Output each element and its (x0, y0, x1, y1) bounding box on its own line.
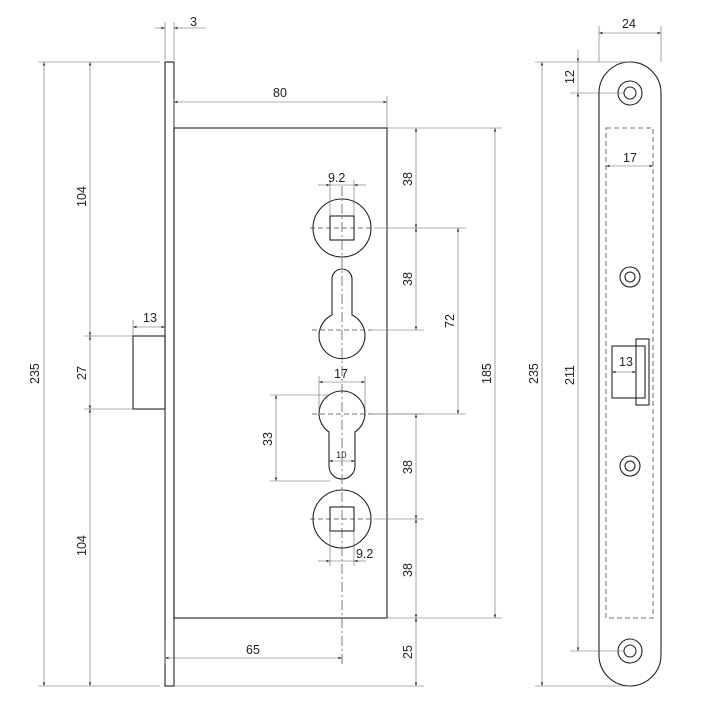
screw-hole-mid-upper (619, 266, 641, 288)
dim-12: 12 (563, 70, 577, 84)
dim-65: 65 (246, 643, 260, 657)
dim-27: 27 (75, 366, 89, 380)
dim-17-cylinder: 17 (334, 367, 348, 381)
dim-235-left: 235 (28, 363, 42, 384)
dim-185: 185 (480, 363, 494, 384)
cylinder-cutout-upper (318, 268, 366, 360)
dim-13-faceplate: 13 (619, 355, 633, 369)
faceplate-latch-tab (635, 338, 650, 406)
dim-13-latch: 13 (143, 311, 157, 325)
dim-25: 25 (401, 645, 415, 659)
screw-hole-mid-lower (619, 455, 641, 477)
dim-80: 80 (273, 86, 287, 100)
lock-case (173, 127, 388, 619)
side-view: 3 80 235 104 27 104 13 9.2 (28, 15, 502, 687)
dim-72: 72 (443, 314, 457, 328)
dim-211: 211 (563, 365, 577, 385)
dim-17-faceplate: 17 (623, 151, 637, 165)
cylinder-cutout-lower (318, 390, 366, 480)
front-plate (164, 61, 175, 687)
dim-104-bottom: 104 (75, 535, 89, 556)
dim-9-2-top: 9.2 (328, 171, 345, 185)
faceplate-cutout (605, 127, 654, 619)
dim-10: 10 (336, 450, 347, 461)
dim-3: 3 (190, 15, 197, 29)
dim-38-a: 38 (401, 172, 415, 186)
dim-24: 24 (622, 17, 636, 31)
dim-33: 33 (261, 432, 275, 446)
latch-bolt (132, 335, 166, 410)
dim-38-b: 38 (401, 272, 415, 286)
dim-38-c: 38 (401, 460, 415, 474)
dim-235-right: 235 (527, 363, 541, 384)
faceplate-view: 13 24 12 17 211 235 (527, 17, 662, 687)
dim-38-d: 38 (401, 563, 415, 577)
dim-104-top: 104 (75, 186, 89, 207)
dim-9-2-bottom: 9.2 (356, 547, 373, 561)
